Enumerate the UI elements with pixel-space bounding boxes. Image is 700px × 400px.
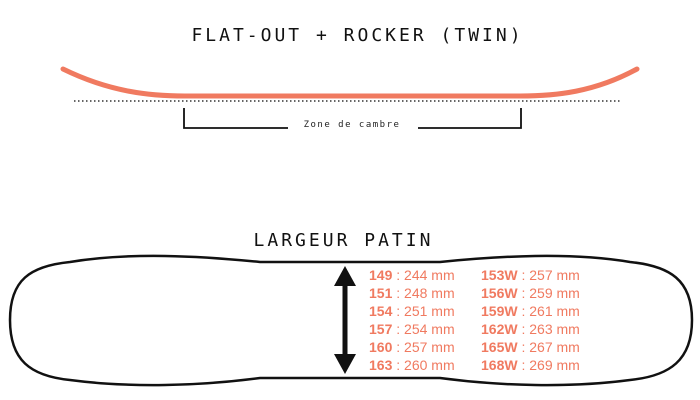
size-separator: : xyxy=(517,357,530,373)
size-label: 163 xyxy=(369,357,393,373)
waist-width: 257 mm xyxy=(529,267,580,283)
waist-width: 267 mm xyxy=(529,339,580,355)
size-row: 156W : 259 mm xyxy=(481,284,580,302)
size-label: 156W xyxy=(481,285,518,301)
size-list-standard: 149 : 244 mm 151 : 248 mm 154 : 251 mm 1… xyxy=(369,266,455,374)
size-separator: : xyxy=(517,339,530,355)
size-label: 165W xyxy=(481,339,518,355)
size-separator: : xyxy=(517,267,530,283)
waist-width: 254 mm xyxy=(404,321,455,337)
size-row: 149 : 244 mm xyxy=(369,266,455,284)
size-label: 149 xyxy=(369,267,393,283)
size-separator: : xyxy=(517,285,530,301)
waist-width: 244 mm xyxy=(404,267,455,283)
size-row: 163 : 260 mm xyxy=(369,356,455,374)
size-row: 165W : 267 mm xyxy=(481,338,580,356)
waist-width: 248 mm xyxy=(404,285,455,301)
camber-zone-bracket-right xyxy=(418,108,522,129)
waist-width: 251 mm xyxy=(404,303,455,319)
waist-width: 261 mm xyxy=(529,303,580,319)
size-row: 154 : 251 mm xyxy=(369,302,455,320)
size-row: 159W : 261 mm xyxy=(481,302,580,320)
camber-zone-bracket-left xyxy=(183,108,288,129)
waist-width: 259 mm xyxy=(529,285,580,301)
size-separator: : xyxy=(392,303,405,319)
width-arrow-head-down xyxy=(334,354,356,374)
width-title: LARGEUR PATIN xyxy=(253,230,434,251)
size-row: 162W : 263 mm xyxy=(481,320,580,338)
size-separator: : xyxy=(392,267,405,283)
size-separator: : xyxy=(392,339,405,355)
size-label: 159W xyxy=(481,303,518,319)
size-label: 157 xyxy=(369,321,393,337)
size-list-wide: 153W : 257 mm 156W : 259 mm 159W : 261 m… xyxy=(481,266,580,374)
waist-width: 260 mm xyxy=(404,357,455,373)
size-separator: : xyxy=(392,321,405,337)
profile-title: FLAT-OUT + ROCKER (TWIN) xyxy=(191,25,524,46)
waist-width: 269 mm xyxy=(529,357,580,373)
size-row: 160 : 257 mm xyxy=(369,338,455,356)
width-arrow-head-up xyxy=(334,266,356,286)
size-label: 168W xyxy=(481,357,518,373)
size-row: 153W : 257 mm xyxy=(481,266,580,284)
size-label: 162W xyxy=(481,321,518,337)
size-row: 168W : 269 mm xyxy=(481,356,580,374)
size-separator: : xyxy=(517,321,530,337)
board-profile-curve xyxy=(60,66,640,99)
size-row: 151 : 248 mm xyxy=(369,284,455,302)
waist-width: 257 mm xyxy=(404,339,455,355)
size-separator: : xyxy=(517,303,530,319)
size-label: 160 xyxy=(369,339,393,355)
size-separator: : xyxy=(392,357,405,373)
size-separator: : xyxy=(392,285,405,301)
size-label: 151 xyxy=(369,285,393,301)
camber-zone-label: Zone de cambre xyxy=(292,120,412,130)
waist-width: 263 mm xyxy=(529,321,580,337)
board-outline xyxy=(8,254,694,387)
size-row: 157 : 254 mm xyxy=(369,320,455,338)
size-label: 153W xyxy=(481,267,518,283)
size-label: 154 xyxy=(369,303,393,319)
